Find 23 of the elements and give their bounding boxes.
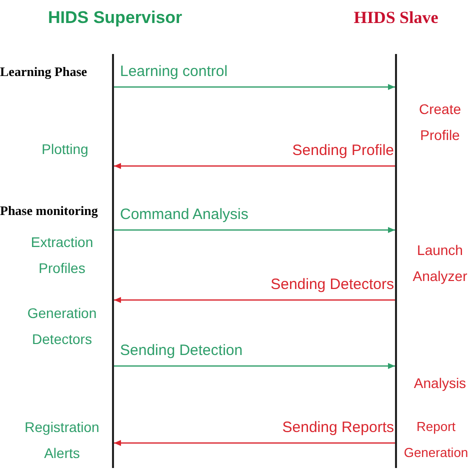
activity-label: Plotting	[40, 140, 90, 159]
activity-label: Registration Alerts	[24, 418, 100, 463]
activity-label: Report Generation	[402, 418, 470, 462]
message-label: Sending Profile	[292, 142, 394, 160]
activity-label: Analysis	[412, 374, 468, 393]
activity-label: Generation Detectors	[26, 304, 98, 349]
phase-label: Phase monitoring	[0, 203, 99, 219]
participant-label: HIDS Slave	[352, 8, 440, 28]
message-label: Sending Detectors	[270, 276, 394, 294]
activity-label: Extraction Profiles	[30, 233, 94, 278]
arrow	[114, 297, 395, 303]
arrow	[114, 363, 395, 369]
phase-label: Learning Phase	[0, 64, 88, 80]
activity-label: Create Profile	[418, 100, 462, 145]
message-label: Sending Detection	[120, 342, 243, 360]
arrow	[114, 84, 395, 90]
arrow	[114, 163, 395, 169]
arrow	[114, 440, 395, 446]
message-label: Sending Reports	[282, 419, 394, 437]
arrow	[114, 227, 395, 233]
activity-label: Launch Analyzer	[412, 241, 468, 286]
message-label: Command Analysis	[120, 206, 248, 224]
message-label: Learning control	[120, 63, 228, 81]
